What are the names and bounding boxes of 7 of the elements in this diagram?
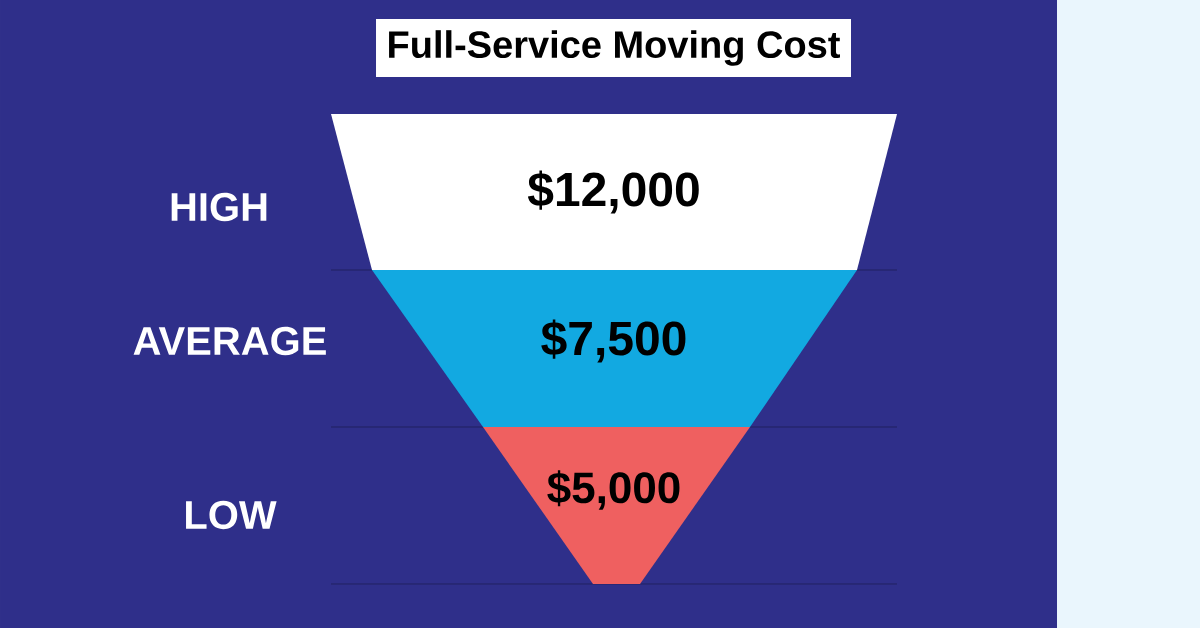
funnel-band: $5,000 — [483, 427, 750, 584]
row-label: AVERAGE — [133, 326, 326, 356]
funnel-band: $12,000 — [331, 114, 897, 270]
row-label: HIGH — [171, 192, 267, 222]
row-label: LOW — [186, 500, 277, 530]
title: Full-Service Moving Cost — [376, 19, 851, 77]
funnel-band: $7,500 — [372, 270, 857, 427]
